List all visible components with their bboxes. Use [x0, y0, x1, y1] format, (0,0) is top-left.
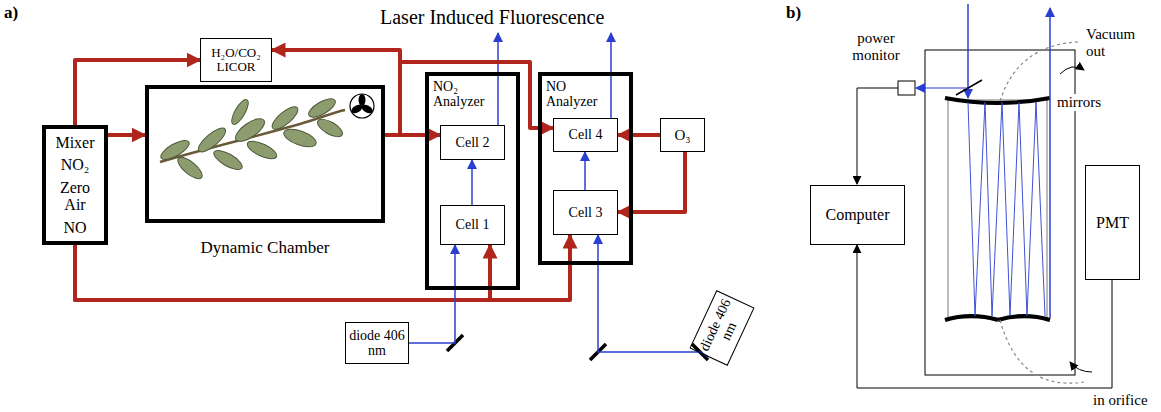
- computer-box: Computer: [810, 185, 905, 245]
- node-label: Mixer: [52, 134, 97, 152]
- vacuum-path: [1000, 42, 1078, 101]
- part-label: mirrors: [1055, 94, 1103, 111]
- node-label: diode 406 nm: [695, 293, 749, 362]
- beam-pass: [1027, 102, 1036, 316]
- node-label: NO: [60, 219, 89, 237]
- laser-beam: [409, 245, 455, 343]
- fan-blade: [350, 103, 364, 115]
- leaf: [306, 95, 338, 120]
- branch: [160, 110, 345, 162]
- node-label: NO₂ Analyzer: [433, 79, 497, 110]
- detector-box: PMT: [1085, 165, 1140, 280]
- part-label: Vacuum out: [1086, 26, 1152, 59]
- part-label: in orifice: [1093, 392, 1148, 409]
- monitor-wire: [857, 88, 898, 184]
- analyzer-box: H₂O/CO₂ LICOR: [200, 38, 272, 82]
- mixer-box: MixerNO₂ Zero AirNO: [42, 125, 108, 245]
- gas-line: [272, 50, 400, 135]
- beam-pass: [992, 102, 1002, 316]
- beam-pass: [1019, 102, 1027, 316]
- cell-box: Cell 3: [553, 190, 618, 235]
- leaf: [211, 147, 245, 173]
- leaf: [245, 138, 279, 162]
- fluorescence-arrows: [498, 33, 611, 125]
- beam-pass: [975, 102, 985, 316]
- flow-arrow: [1070, 362, 1092, 372]
- beam-pass: [968, 102, 975, 316]
- node-label: NO Analyzer: [546, 79, 610, 110]
- part-label: power monitor: [840, 30, 912, 63]
- cell-box: Cell 4: [553, 118, 618, 152]
- fan-blades: [350, 94, 374, 115]
- node-label: Cell 1: [453, 217, 493, 232]
- gas-line: [618, 133, 660, 137]
- analyzer-box: NO₂ AnalyzerCell 2 Cell 1: [425, 72, 520, 290]
- top-mirror: [945, 98, 1050, 103]
- fluorescence-arrow: [497, 33, 499, 125]
- beam-pass: [1002, 102, 1010, 316]
- node-label: PMT: [1093, 214, 1132, 232]
- diode-box: diode 406 nm: [345, 322, 409, 364]
- fan-blade: [360, 103, 374, 115]
- beam-passes: [968, 102, 1045, 316]
- laser-beam: [598, 235, 708, 357]
- leaf: [195, 124, 229, 155]
- node-label: O₃: [671, 127, 693, 144]
- cell-box: Cell 1: [440, 205, 505, 245]
- bottom-mirror: [945, 316, 998, 320]
- leaf: [315, 116, 345, 140]
- gas-line: [618, 152, 685, 212]
- orifice-path: [1000, 320, 1084, 383]
- leaves: [158, 95, 345, 182]
- fan-blade: [359, 94, 366, 106]
- panel-label: b): [786, 4, 801, 23]
- plant-branch: [158, 95, 345, 182]
- input-beam: [967, 4, 969, 98]
- panel-label: a): [4, 4, 18, 23]
- node-label: H₂O/CO₂ LICOR: [201, 46, 271, 75]
- node-label: Cell 4: [566, 127, 606, 142]
- node-label: Zero Air: [46, 179, 104, 214]
- chamber-box: Dynamic Chamber: [145, 85, 385, 223]
- beam-pass: [985, 102, 992, 316]
- leaf: [175, 154, 206, 182]
- laser-beam: [471, 160, 473, 205]
- leaf: [282, 126, 319, 151]
- gas-line: [75, 60, 200, 125]
- output-beam: [1049, 8, 1051, 318]
- bottom-mirror: [998, 316, 1050, 320]
- mirrors-a: [447, 335, 708, 360]
- ozone-box: O₃: [660, 118, 705, 152]
- flow-arrow: [1060, 67, 1084, 74]
- power-monitor-box: [898, 81, 915, 95]
- fan-ring: [350, 94, 374, 118]
- node-label: Dynamic Chamber: [149, 239, 381, 258]
- diode-box: diode 406 nm: [689, 290, 754, 366]
- laser-beam: [584, 152, 586, 190]
- node-label: Cell 3: [566, 205, 606, 220]
- gas-line: [108, 133, 145, 137]
- figure-label: Laser Induced Fluorescence: [380, 6, 604, 28]
- beam-pass: [1010, 102, 1019, 316]
- node-label: diode 406 nm: [346, 328, 408, 359]
- fan-icon: [350, 94, 374, 118]
- analyzer-box: NO AnalyzerCell 4 Cell 3: [538, 72, 633, 265]
- housing: [925, 50, 1075, 375]
- cell-tube: [948, 100, 1047, 318]
- leaf: [229, 97, 252, 126]
- sample-beam: [916, 87, 968, 88]
- node-label: NO₂: [58, 156, 93, 174]
- signal-wire: [857, 245, 1112, 388]
- beam-pass: [1036, 102, 1045, 316]
- node-label: Cell 2: [453, 135, 493, 150]
- cell-box: Cell 2: [440, 125, 505, 160]
- node-label: Computer: [823, 206, 893, 224]
- leaf: [269, 103, 301, 133]
